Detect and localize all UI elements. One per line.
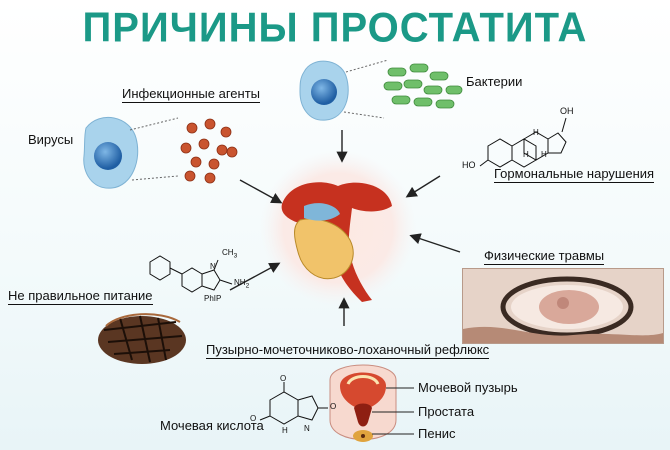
chem-o1: O <box>280 374 287 383</box>
fatty-food-icon <box>98 313 186 364</box>
label-prostate: Простата <box>418 404 475 419</box>
chem-n: N <box>210 262 216 271</box>
label-physical-trauma: Физические травмы <box>484 248 605 265</box>
chem-h2: H <box>523 150 529 159</box>
label-penis: Пенис <box>418 426 456 441</box>
chem-nh: N <box>304 424 310 433</box>
steroid-structure-icon <box>479 117 567 168</box>
chem-phip: PhIP <box>204 294 222 303</box>
chem-nh2: NH2 <box>234 278 250 290</box>
label-infectious-agents: Инфекционные агенты <box>122 86 261 103</box>
label-bacteria: Бактерии <box>466 74 523 89</box>
urinary-tract-diagram-icon <box>329 364 414 442</box>
arrow-hormonal <box>405 175 441 198</box>
prostate-organ-icon <box>281 182 392 302</box>
chem-hn: H <box>282 426 288 435</box>
label-bladder: Мочевой пузырь <box>418 380 518 395</box>
chem-oh: OH <box>560 106 574 116</box>
arrow-trauma <box>409 233 461 253</box>
chem-o2: O <box>250 414 257 423</box>
chem-ho: HO <box>462 160 476 170</box>
chem-h1: H <box>533 128 539 137</box>
label-viruses: Вирусы <box>28 132 74 147</box>
label-bad-nutrition: Не правильное питание <box>8 288 153 305</box>
virus-particles-icon <box>180 118 238 184</box>
label-hormonal: Гормональные нарушения <box>494 166 655 183</box>
trauma-micrograph <box>462 268 664 344</box>
page-title: ПРИЧИНЫ ПРОСТАТИТА <box>82 4 588 52</box>
label-uric-acid: Мочевая кислота <box>160 418 264 433</box>
phip-structure-icon <box>149 255 233 293</box>
chem-ch3: CH3 <box>222 248 238 260</box>
label-reflux: Пузырно-мочеточниково-лоханочный рефлюкс <box>206 342 490 359</box>
chem-o3: O <box>330 402 337 411</box>
uric-acid-structure-icon <box>259 382 328 425</box>
chem-h3: H <box>541 150 547 159</box>
bacteria-icon <box>383 63 463 109</box>
arrow-viruses <box>239 179 283 204</box>
tissue-section-icon <box>463 269 663 343</box>
bacteria-host-cell-icon <box>299 59 389 121</box>
arrow-nutrition <box>229 262 281 291</box>
virus-host-cell-icon <box>83 117 179 189</box>
